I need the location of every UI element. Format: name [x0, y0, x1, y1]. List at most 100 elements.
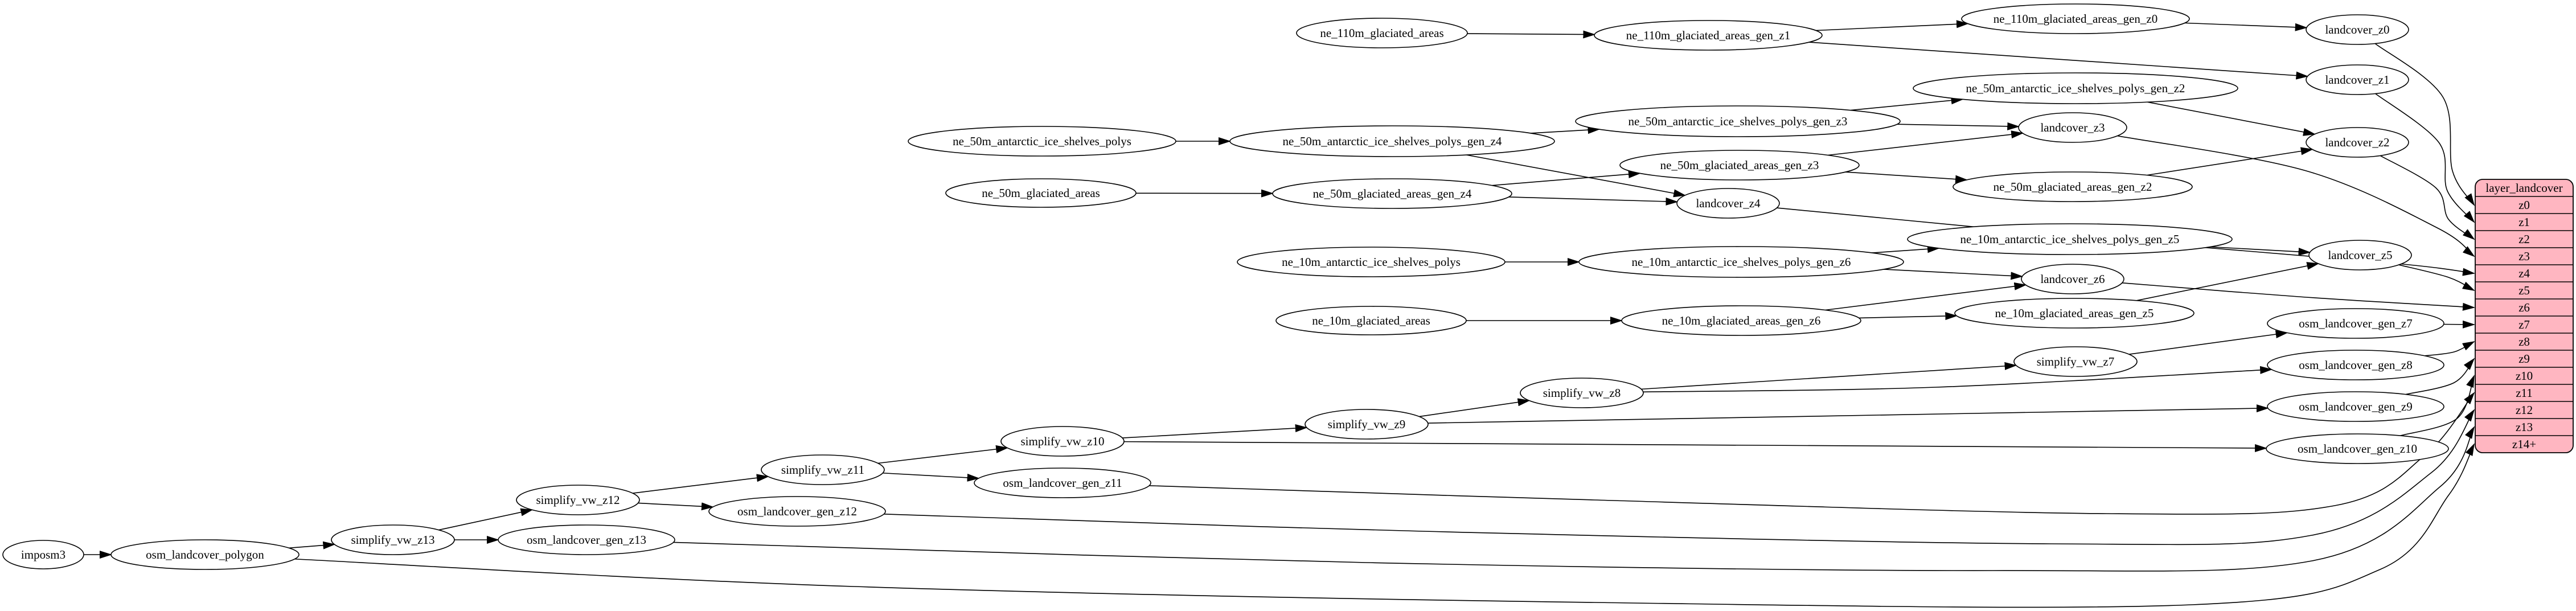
edge-osm_landcover_polygon--simplify_vw_z13 — [289, 541, 336, 550]
node-label-ne_10m_antarctic_ice_shelves_polys_gen_z6: ne_10m_antarctic_ice_shelves_polys_gen_z… — [1632, 255, 1851, 269]
node-label-simplify_vw_z13: simplify_vw_z13 — [351, 533, 435, 547]
node-ellipse-ne_50m_antarctic_ice_shelves_polys — [908, 126, 1176, 157]
node-osm_landcover_gen_z9: osm_landcover_gen_z9 — [2267, 391, 2444, 422]
node-ellipse-ne_10m_glaciated_areas_gen_z6 — [1621, 305, 1861, 336]
node-ellipse-landcover_z3 — [2018, 112, 2127, 143]
edge-simplify_vw_z11--osm_landcover_gen_z11 — [883, 472, 980, 482]
edge-osm_landcover_gen_z12--table-z12 — [884, 409, 2475, 546]
node-ellipse-simplify_vw_z9 — [1305, 409, 1429, 440]
node-osm_landcover_gen_z7: osm_landcover_gen_z7 — [2267, 308, 2444, 339]
node-ellipse-ne_50m_antarctic_ice_shelves_polys_gen_z2 — [1913, 72, 2238, 104]
edge-landcover_z3--table-z3 — [2117, 135, 2475, 257]
edge-simplify_vw_z10--osm_landcover_gen_z10 — [1123, 441, 2268, 452]
node-label-osm_landcover_gen_z11: osm_landcover_gen_z11 — [1003, 476, 1122, 490]
edge-simplify_vw_z12--osm_landcover_gen_z12 — [638, 502, 714, 511]
edge-landcover_z1--table-z1 — [2375, 93, 2475, 223]
edge-landcover_z5--table-z5 — [2398, 264, 2475, 291]
node-ellipse-osm_landcover_gen_z11 — [974, 468, 1151, 498]
node-label-ne_10m_glaciated_areas: ne_10m_glaciated_areas — [1312, 314, 1430, 327]
node-ne_50m_antarctic_ice_shelves_polys_gen_z4: ne_50m_antarctic_ice_shelves_polys_gen_z… — [1229, 125, 1555, 157]
node-label-landcover_z3: landcover_z3 — [2040, 121, 2105, 134]
node-simplify_vw_z11: simplify_vw_z11 — [761, 454, 885, 485]
node-simplify_vw_z9: simplify_vw_z9 — [1305, 409, 1429, 440]
edge-ne_50m_antarctic_ice_shelves_polys_gen_z3--landcover_z3 — [1897, 122, 2020, 130]
node-ellipse-simplify_vw_z12 — [516, 485, 640, 515]
edge-osm_landcover_gen_z11--table-z11 — [1149, 392, 2475, 515]
table-row-z11: z11 — [2516, 386, 2533, 400]
node-label-ne_50m_antarctic_ice_shelves_polys_gen_z4: ne_50m_antarctic_ice_shelves_polys_gen_z… — [1283, 134, 1502, 148]
node-ellipse-landcover_z6 — [2021, 264, 2124, 294]
node-ellipse-ne_50m_antarctic_ice_shelves_polys_gen_z4 — [1229, 125, 1555, 157]
node-label-ne_10m_glaciated_areas_gen_z6: ne_10m_glaciated_areas_gen_z6 — [1662, 314, 1821, 327]
node-osm_landcover_gen_z10: osm_landcover_gen_z10 — [2266, 433, 2449, 464]
node-ellipse-osm_landcover_gen_z13 — [498, 524, 675, 555]
edge-osm_landcover_polygon--table-z14plus — [294, 443, 2475, 608]
node-landcover_z6: landcover_z6 — [2021, 264, 2124, 294]
edge-ne_50m_antarctic_ice_shelves_polys_gen_z4--ne_50m_antarctic_ice_shelves_polys_gen_z3 — [1531, 126, 1601, 134]
node-label-landcover_z2: landcover_z2 — [2325, 136, 2389, 149]
node-ellipse-landcover_z5 — [2308, 240, 2412, 270]
node-label-landcover_z6: landcover_z6 — [2040, 272, 2105, 286]
node-osm_landcover_gen_z8: osm_landcover_gen_z8 — [2267, 350, 2444, 380]
node-landcover_z3: landcover_z3 — [2018, 112, 2127, 143]
table-row-z8: z8 — [2518, 335, 2530, 348]
node-label-osm_landcover_gen_z10: osm_landcover_gen_z10 — [2298, 442, 2417, 456]
node-label-landcover_z1: landcover_z1 — [2325, 73, 2389, 87]
node-label-osm_landcover_gen_z9: osm_landcover_gen_z9 — [2299, 400, 2412, 413]
node-label-ne_50m_glaciated_areas_gen_z4: ne_50m_glaciated_areas_gen_z4 — [1313, 187, 1472, 200]
node-label-landcover_z5: landcover_z5 — [2328, 248, 2392, 262]
edge-ne_10m_antarctic_ice_shelves_polys_gen_z6--landcover_z6 — [1884, 269, 2024, 280]
node-ellipse-osm_landcover_gen_z8 — [2267, 350, 2444, 380]
node-label-ne_110m_glaciated_areas_gen_z1: ne_110m_glaciated_areas_gen_z1 — [1626, 28, 1790, 42]
node-ellipse-ne_110m_glaciated_areas_gen_z1 — [1594, 20, 1823, 51]
node-ellipse-landcover_z0 — [2306, 14, 2409, 45]
node-ellipse-landcover_z1 — [2306, 64, 2409, 95]
node-osm_landcover_gen_z13: osm_landcover_gen_z13 — [498, 524, 675, 555]
node-label-ne_50m_antarctic_ice_shelves_polys_gen_z3: ne_50m_antarctic_ice_shelves_polys_gen_z… — [1629, 114, 1848, 128]
edge-simplify_vw_z9--simplify_vw_z8 — [1419, 398, 1531, 417]
node-ellipse-osm_landcover_gen_z7 — [2267, 308, 2444, 339]
edge-ne_10m_glaciated_areas_gen_z6--landcover_z6 — [1825, 282, 2027, 311]
edge-landcover_z0--table-z0 — [2374, 43, 2475, 206]
table-row-z5: z5 — [2518, 284, 2530, 297]
table-row-z13: z13 — [2516, 420, 2533, 434]
node-ne_10m_glaciated_areas_gen_z5: ne_10m_glaciated_areas_gen_z5 — [1954, 298, 2194, 329]
node-label-simplify_vw_z9: simplify_vw_z9 — [1328, 417, 1406, 431]
edge-simplify_vw_z9--osm_landcover_gen_z9 — [1428, 404, 2269, 424]
edge-ne_10m_glaciated_areas_gen_z6--ne_10m_glaciated_areas_gen_z5 — [1859, 312, 1958, 321]
edge-ne_10m_glaciated_areas_gen_z5--landcover_z5 — [2136, 262, 2320, 301]
table-row-z6: z6 — [2518, 301, 2530, 314]
edge-simplify_vw_z12--simplify_vw_z11 — [633, 474, 769, 494]
node-label-osm_landcover_gen_z12: osm_landcover_gen_z12 — [737, 505, 857, 518]
edge-ne_110m_glaciated_areas_gen_z1--ne_110m_glaciated_areas_gen_z0 — [1815, 20, 1969, 31]
edge-osm_landcover_gen_z13--table-z13 — [673, 426, 2475, 572]
node-simplify_vw_z12: simplify_vw_z12 — [516, 485, 640, 515]
edge-ne_110m_glaciated_areas_gen_z1--landcover_z1 — [1808, 42, 2309, 80]
node-landcover_z2: landcover_z2 — [2306, 127, 2409, 158]
node-label-landcover_z4: landcover_z4 — [1696, 196, 1761, 210]
node-ellipse-ne_10m_antarctic_ice_shelves_polys_gen_z6 — [1578, 246, 1904, 278]
edge-ne_50m_glaciated_areas_gen_z2--landcover_z2 — [2147, 147, 2314, 176]
node-ellipse-simplify_vw_z7 — [2013, 346, 2138, 377]
node-label-osm_landcover_gen_z8: osm_landcover_gen_z8 — [2299, 358, 2412, 372]
node-label-osm_landcover_polygon: osm_landcover_polygon — [146, 548, 264, 561]
node-ellipse-ne_10m_glaciated_areas — [1275, 306, 1467, 335]
table-row-z10: z10 — [2516, 369, 2533, 383]
node-label-ne_50m_antarctic_ice_shelves_polys_gen_z2: ne_50m_antarctic_ice_shelves_polys_gen_z… — [1966, 81, 2185, 95]
node-ellipse-ne_50m_glaciated_areas_gen_z2 — [1952, 171, 2193, 202]
node-landcover_z0: landcover_z0 — [2306, 14, 2409, 45]
edge-simplify_vw_z8--simplify_vw_z7 — [1641, 362, 2017, 390]
node-ne_50m_antarctic_ice_shelves_polys: ne_50m_antarctic_ice_shelves_polys — [908, 126, 1176, 157]
edge-simplify_vw_z10--simplify_vw_z9 — [1122, 424, 1308, 438]
table-row-z1: z1 — [2518, 215, 2530, 229]
edge-ne_10m_antarctic_ice_shelves_polys_gen_z5--landcover_z5 — [2210, 246, 2311, 256]
node-ellipse-ne_10m_antarctic_ice_shelves_polys_gen_z5 — [1907, 223, 2233, 255]
node-ellipse-landcover_z2 — [2306, 127, 2409, 158]
node-ellipse-ne_110m_glaciated_areas_gen_z0 — [1961, 3, 2190, 34]
edge-simplify_vw_z8--osm_landcover_gen_z8 — [1643, 366, 2273, 393]
table-row-z9: z9 — [2518, 352, 2530, 366]
node-ellipse-osm_landcover_gen_z9 — [2267, 391, 2444, 422]
